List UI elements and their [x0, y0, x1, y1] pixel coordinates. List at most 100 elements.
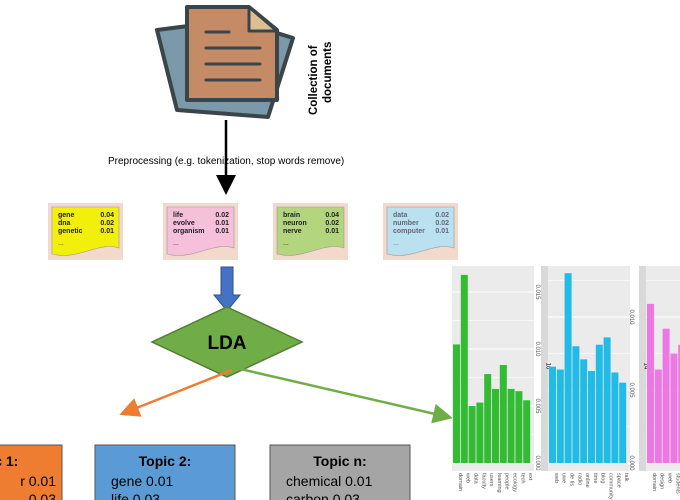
word-note: gene 0.04 dna 0.02 genetic 0.01...	[48, 203, 123, 260]
category-label: design	[659, 473, 665, 489]
note-weight: 0.01	[100, 228, 114, 235]
bar	[603, 337, 611, 463]
green-arrow	[235, 366, 453, 424]
facet-strip-label: 14	[643, 363, 649, 370]
category-label: faculty	[480, 473, 486, 489]
bar	[588, 371, 595, 463]
category-label: ecology	[512, 473, 518, 492]
facet-strip	[639, 266, 646, 471]
note-weight: 0.04	[100, 212, 114, 219]
lda-diamond	[150, 306, 304, 378]
category-label: people	[504, 473, 510, 490]
note-word: gene	[58, 212, 74, 219]
bar	[484, 374, 492, 463]
note-word: computer	[393, 228, 425, 235]
note-word: life	[173, 212, 183, 219]
bar	[523, 400, 531, 463]
tick-label: 0.000	[534, 455, 540, 471]
bar	[572, 346, 580, 463]
category-label: data	[473, 473, 479, 485]
note-word: genetic	[58, 228, 83, 235]
category-label: uwe	[561, 473, 567, 483]
category-label: students	[674, 473, 680, 494]
note-ellipsis: ...	[393, 240, 399, 247]
bar	[678, 344, 680, 463]
collection-label: Collection of documents	[308, 42, 334, 115]
note-word: neuron	[283, 220, 307, 227]
note-weight: 0.02	[100, 220, 114, 227]
note-weight: 0.02	[325, 220, 339, 227]
bar	[492, 388, 499, 463]
topic-box: Topic n: chemical 0.01 carbon 0.03	[269, 444, 411, 500]
orange-arrow	[119, 368, 233, 417]
category-label: de tis	[569, 473, 575, 486]
category-label: online	[584, 473, 590, 488]
topic-term: 0.03	[29, 491, 56, 500]
topic-term: gene 0.01	[111, 473, 173, 489]
note-weight: 0.04	[325, 212, 339, 219]
topic-box: Topic 1:r 0.01 0.03	[0, 444, 63, 500]
note-word: nerve	[283, 228, 302, 235]
topic-term: life 0.03	[111, 491, 160, 500]
category-label: web	[465, 472, 471, 483]
tick-label: 0.000	[628, 455, 634, 471]
chart-panel: 14domaindesignwebstudentss	[639, 266, 680, 494]
facet-strip-label: 10	[545, 363, 551, 370]
category-label: talk	[623, 473, 629, 482]
topic-term: r 0.01	[20, 473, 56, 489]
note-word: organism	[173, 228, 205, 235]
category-label: tech	[519, 473, 525, 483]
topic-title: Topic 1:	[0, 453, 18, 469]
note-word: brain	[283, 212, 300, 219]
bar	[507, 388, 515, 463]
bar	[453, 344, 460, 463]
bar	[460, 274, 468, 463]
tick-label: 0.005	[534, 398, 540, 414]
bar	[549, 366, 556, 463]
topic-term: carbon 0.03	[286, 491, 360, 500]
note-ellipsis: ...	[173, 240, 179, 247]
category-label: blog	[600, 473, 606, 483]
note-weight: 0.02	[435, 212, 449, 219]
category-label: community	[608, 473, 614, 500]
bar	[654, 369, 662, 463]
bar	[580, 359, 588, 463]
note-word: dna	[58, 220, 71, 227]
category-label: domain	[457, 473, 463, 491]
note-ellipsis: ...	[283, 240, 289, 247]
bar	[499, 364, 507, 463]
down-arrow-icon	[212, 266, 242, 312]
category-label: learning	[496, 473, 502, 493]
topic-title: Topic n:	[313, 453, 366, 469]
bar	[476, 402, 484, 463]
tick-label: 0.010	[534, 341, 540, 357]
preprocessing-label: Preprocessing (e.g. tokenization, stop w…	[108, 156, 344, 167]
note-weight: 0.01	[325, 228, 339, 235]
topic-term: chemical 0.01	[286, 473, 373, 489]
category-label: time	[592, 473, 598, 483]
facet-strip	[541, 266, 548, 471]
bar	[670, 353, 678, 463]
category-label: web	[553, 472, 559, 483]
lda-label: LDA	[207, 333, 246, 354]
note-ellipsis: ...	[58, 240, 64, 247]
bar	[468, 406, 476, 463]
category-label: domain	[651, 473, 657, 491]
bar	[619, 382, 627, 463]
note-weight: 0.01	[215, 220, 229, 227]
note-word: evolve	[173, 220, 195, 227]
bar	[556, 369, 564, 463]
note-weight: 0.02	[215, 212, 229, 219]
note-weight: 0.02	[435, 220, 449, 227]
documents-icon	[155, 5, 295, 119]
tick-label: 0.005	[628, 382, 634, 398]
bar	[611, 372, 619, 463]
note-word: data	[393, 212, 408, 219]
bar	[595, 344, 603, 463]
category-label: space	[615, 473, 621, 488]
